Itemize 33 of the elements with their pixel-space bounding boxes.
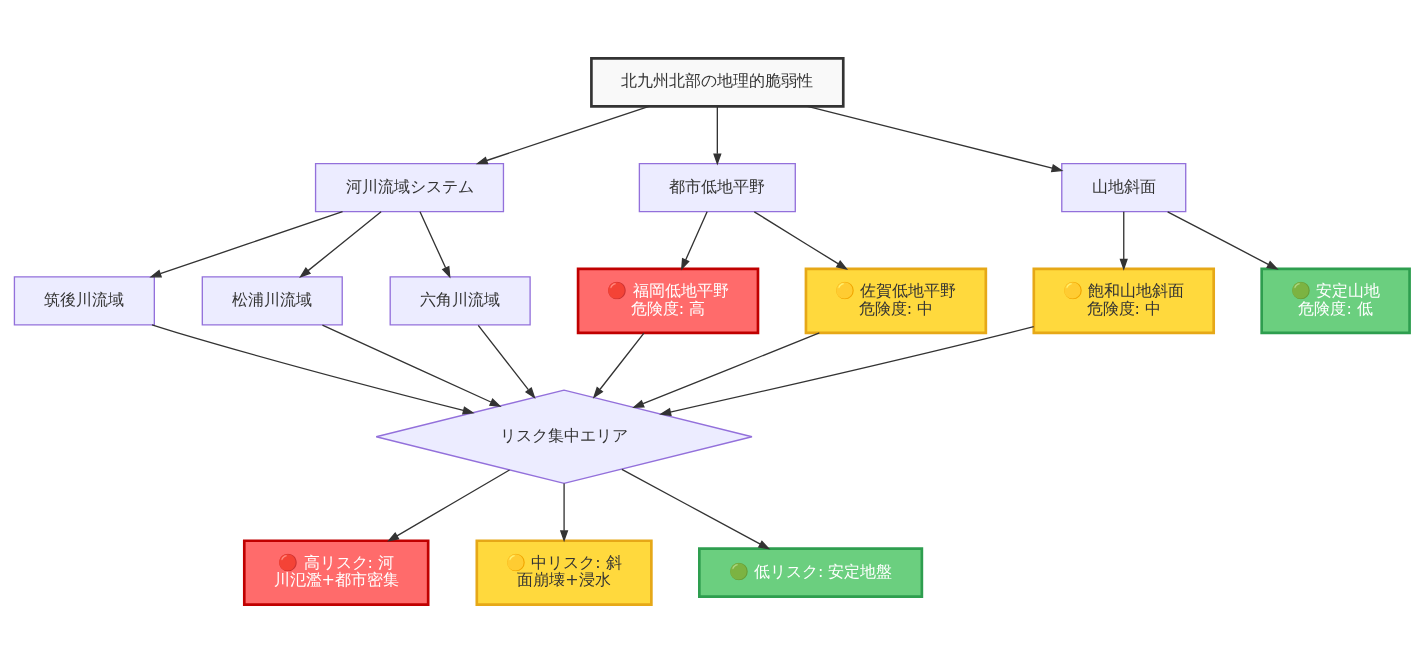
arrow xyxy=(475,105,650,164)
node-box: 🟢 低リスク: 安定地盤 xyxy=(698,546,924,598)
node-box: 🔴 福岡低地平野 危険度: 高 xyxy=(576,267,760,334)
node-box: 🟡 佐賀低地平野 危険度: 中 xyxy=(804,267,988,334)
node-box: 河川流域システム xyxy=(314,162,505,212)
arrow xyxy=(806,105,1064,172)
arrow xyxy=(713,105,722,166)
arrow xyxy=(151,323,475,414)
arrow xyxy=(680,210,708,270)
arrow xyxy=(1119,210,1128,271)
node-box: 北九州北部の地理的脆弱性 xyxy=(590,56,845,108)
node-box: 六角川流域 xyxy=(389,275,531,325)
arrow xyxy=(559,482,569,542)
arrow xyxy=(149,210,344,278)
node-box: 🟢 安定山地 危険度: 低 xyxy=(1260,267,1411,334)
node-box: 🟡 中リスク: 斜面崩壊+浸水 xyxy=(475,538,653,606)
node-box: 松浦川流域 xyxy=(201,275,343,325)
arrow xyxy=(592,331,645,399)
arrow xyxy=(321,323,502,407)
arrow xyxy=(419,210,451,278)
node-box: 山地斜面 xyxy=(1061,162,1187,212)
node-box: 筑後川流域 xyxy=(13,275,155,325)
arrow xyxy=(477,324,536,399)
node-box: 都市低地平野 xyxy=(638,162,796,212)
arrow xyxy=(659,325,1035,416)
arrow xyxy=(621,468,771,550)
arrow xyxy=(387,468,511,542)
arrow xyxy=(299,210,382,278)
node-box: 🟡 飽和山地斜面 危険度: 中 xyxy=(1032,267,1216,334)
node-box: 🔴 高リスク: 河川氾濫+都市密集 xyxy=(242,538,430,606)
arrow xyxy=(753,210,849,270)
arrow xyxy=(1167,210,1279,270)
arrow xyxy=(632,331,820,408)
